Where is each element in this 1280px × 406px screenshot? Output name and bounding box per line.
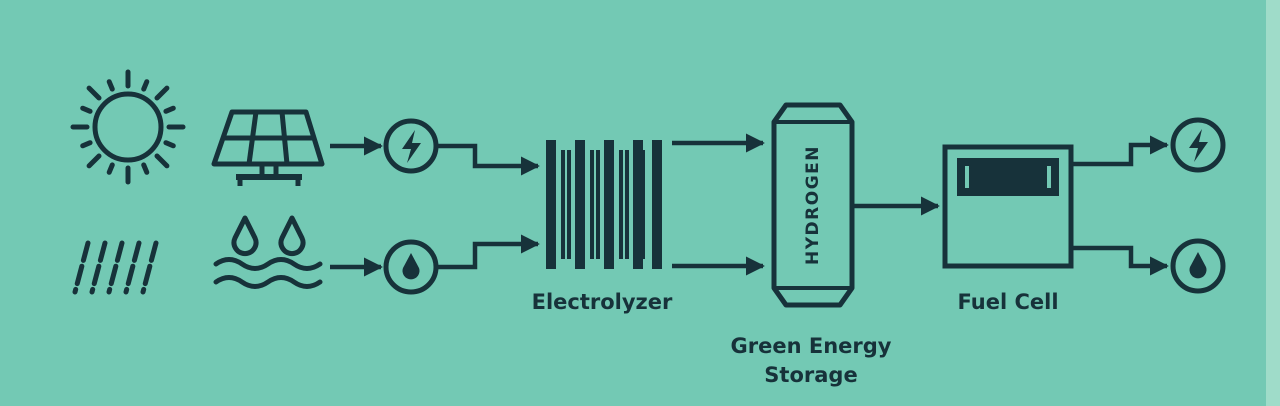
sun-ray	[163, 140, 176, 149]
sun-ray	[141, 162, 150, 175]
electrolyzer-separator	[590, 150, 594, 259]
water-drop-icon	[1170, 238, 1226, 294]
electrolyzer-plate	[633, 140, 643, 269]
sun-ray	[106, 162, 115, 175]
electrolyzer-separator	[567, 150, 571, 259]
electrolyzer-plate	[652, 140, 662, 269]
sun-ray	[154, 153, 170, 169]
connector-fuel-cell-to-power	[1071, 135, 1169, 167]
rain-icon	[72, 240, 159, 295]
storage-label-line2: Storage	[764, 363, 858, 387]
rain-streak	[72, 240, 91, 295]
sun-ray	[154, 85, 170, 101]
rain-streak	[140, 240, 159, 295]
storage-label: Green Energy Storage	[718, 332, 904, 390]
rain-streak	[106, 240, 125, 295]
electrolyzer-label: Electrolyzer	[531, 290, 673, 314]
rain-streak	[123, 240, 142, 295]
electrolyzer-plate	[546, 140, 556, 269]
sun-ray	[163, 105, 176, 114]
right-edge-strip	[1266, 0, 1280, 406]
sun-ray	[86, 153, 102, 169]
electrolyzer-plate	[575, 140, 585, 269]
storage-label-line1: Green Energy	[730, 334, 892, 358]
sun-ray	[141, 79, 150, 92]
water-waves-icon	[213, 215, 323, 289]
rain-streak	[89, 240, 108, 295]
connector-power-to-electrolyzer	[437, 143, 540, 176]
electrolyzer-icon	[546, 140, 662, 269]
electrolyzer-separator	[625, 150, 629, 259]
electrolyzer-separator	[561, 150, 565, 259]
fuel-cell-icon	[942, 144, 1074, 269]
electrolyzer-plate	[604, 140, 614, 269]
solar-panel-icon	[211, 109, 325, 186]
electrolyzer-separator	[641, 150, 645, 259]
connector-water-to-electrolyzer	[437, 234, 540, 270]
sun-ray	[106, 79, 115, 92]
connector-fuel-cell-to-water	[1071, 245, 1169, 276]
electrolyzer-separator	[596, 150, 600, 259]
hydrogen-tank-label: HYDROGEN	[803, 145, 823, 265]
sun-ray	[80, 105, 93, 114]
electricity-icon	[1170, 117, 1226, 173]
hydrogen-tank-icon: HYDROGEN	[771, 102, 855, 308]
water-drop-icon	[383, 239, 439, 295]
sun-icon	[70, 69, 186, 185]
electricity-icon	[383, 118, 439, 174]
sun-ray	[80, 140, 93, 149]
electrolyzer-separator	[619, 150, 623, 259]
fuel-cell-label: Fuel Cell	[957, 290, 1059, 314]
sun-ray	[86, 85, 102, 101]
